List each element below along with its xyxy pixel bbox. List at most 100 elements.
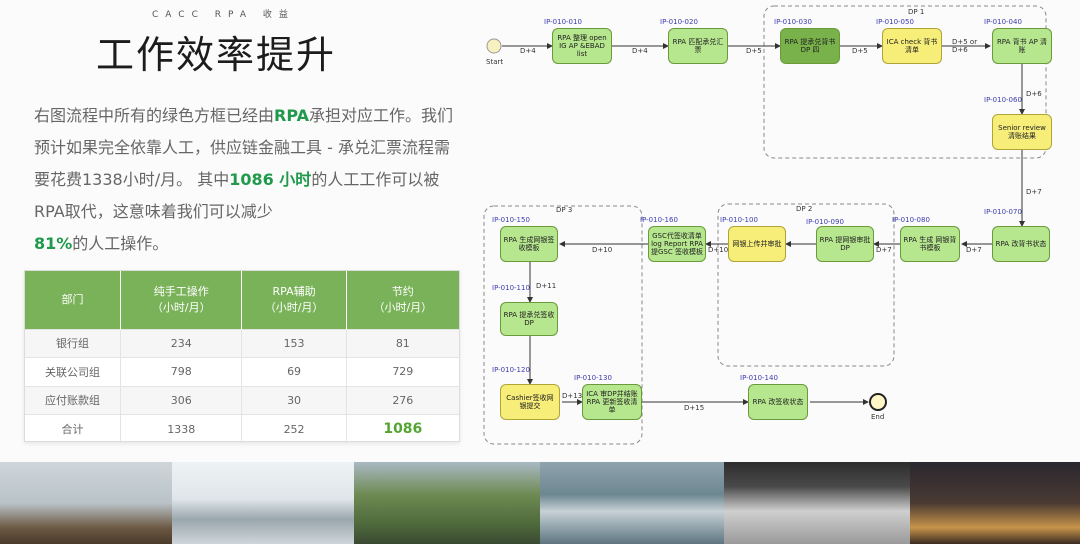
node-id: IP-010-110 [492, 284, 530, 292]
savings-table: 部门 纯手工操作（小时/月） RPA辅助（小时/月） 节约（小时/月） 银行组 … [24, 270, 460, 443]
header-cell: 纯手工操作（小时/月） [120, 271, 243, 329]
photo-landscape-1 [0, 462, 172, 544]
node-ip-010-040: RPA 背书 AP 清账 [992, 28, 1052, 64]
edge-label: D+7 [876, 246, 892, 254]
header-cell: 节约（小时/月） [346, 271, 459, 329]
node-id: IP-010-070 [984, 208, 1022, 216]
node-ip-010-120: Cashier签收网银提交 [500, 384, 560, 420]
node-ip-010-020: RPA 匹配承兑汇票 [668, 28, 728, 64]
cell: 银行组 [25, 328, 121, 358]
para-text-1: 右图流程中所有的绿色方框已经由 [34, 106, 275, 125]
photo-landscape-6 [910, 462, 1080, 544]
edge-label: D+5 [852, 47, 868, 55]
edge-label: D+10 [708, 246, 729, 254]
photo-landscape-5 [724, 462, 910, 544]
dp3-label: DP 3 [556, 206, 573, 214]
photo-strip [0, 462, 1080, 544]
page-title: 工作效率提升 [96, 33, 337, 77]
node-id: IP-010-150 [492, 216, 530, 224]
edge-label: D+15 [684, 404, 705, 412]
cell: 应付账款组 [25, 385, 121, 415]
cell: 30 [241, 385, 347, 415]
dp2-group-box [717, 203, 895, 367]
start-event-circle [486, 38, 502, 54]
edge-label: D+6 [1026, 90, 1042, 98]
node-ip-010-080: RPA 生成 网银背书模板 [900, 226, 960, 262]
node-id: IP-010-120 [492, 366, 530, 374]
node-id: IP-010-060 [984, 96, 1022, 104]
node-id: IP-010-040 [984, 18, 1022, 26]
photo-landscape-4 [540, 462, 724, 544]
node-id: IP-010-090 [806, 218, 844, 226]
node-id: IP-010-050 [876, 18, 914, 26]
header-subtitle: CACC RPA 收益 [152, 10, 295, 20]
dp3-group-box [483, 205, 643, 445]
photo-landscape-2 [172, 462, 354, 544]
para-text-3: 的人工工作可以被RPA取代，这意味着我们可以减少 [34, 170, 440, 221]
node-id: IP-010-030 [774, 18, 812, 26]
para-highlight-percent: 81% [34, 234, 73, 253]
edge-label: D+7 [966, 246, 982, 254]
edge-label: D+4 [632, 47, 648, 55]
edge-label: D+4 [520, 47, 536, 55]
node-id: IP-010-080 [892, 216, 930, 224]
node-ip-010-160: GSC代签收清单 log Report RPA 提GSC 签收模板 [648, 226, 706, 262]
cell: 729 [346, 357, 459, 386]
dp1-group-box [763, 5, 1047, 159]
dp2-label: DP 2 [796, 205, 813, 213]
dp1-label: DP 1 [908, 8, 925, 16]
node-ip-010-050: ICA check 背书清单 [882, 28, 942, 64]
photo-landscape-3 [354, 462, 540, 544]
edge-label: D+5 or D+6 [952, 38, 978, 54]
cell: 798 [120, 357, 243, 386]
table-row: 关联公司组 798 69 729 [25, 357, 459, 386]
node-ip-010-130: ICA 审DP并结账RPA 更新签收清单 [582, 384, 642, 420]
savings-table-grid: 部门 纯手工操作（小时/月） RPA辅助（小时/月） 节约（小时/月） 银行组 … [25, 271, 459, 443]
diagram-connectors [483, 5, 1047, 445]
node-ip-010-060: Senior review 清账结果 [992, 114, 1052, 150]
cell: 153 [241, 328, 347, 358]
cell: 234 [120, 328, 243, 358]
table-row-total: 合计 1338 252 1086 [25, 414, 459, 443]
cell: 276 [346, 385, 459, 415]
cell: 306 [120, 385, 243, 415]
edge-label: D+13 [562, 392, 583, 400]
edge-label: D+10 [592, 246, 613, 254]
table-row: 应付账款组 306 30 276 [25, 385, 459, 415]
table-header-row: 部门 纯手工操作（小时/月） RPA辅助（小时/月） 节约（小时/月） [25, 271, 459, 329]
cell: 1338 [120, 414, 243, 443]
node-id: IP-010-020 [660, 18, 698, 26]
para-text-2: 承担对应工作。我们预计如果完全依靠人工，供应链金融工具 - 承兑汇票流程需要花费… [34, 106, 453, 189]
para-highlight-rpa: RPA [274, 106, 309, 125]
cell: 252 [241, 414, 347, 443]
cell: 关联公司组 [25, 357, 121, 386]
end-label: End [871, 413, 885, 421]
cell: 69 [241, 357, 347, 386]
para-highlight-hours: 1086 小时 [229, 170, 312, 189]
end-event-circle [869, 393, 887, 411]
node-id: IP-010-010 [544, 18, 582, 26]
edge-label: D+11 [536, 282, 557, 290]
header-cell: RPA辅助（小时/月） [241, 271, 347, 329]
node-ip-010-150: RPA 生成网银签收模板 [500, 226, 558, 262]
summary-paragraph: 右图流程中所有的绿色方框已经由RPA承担对应工作。我们预计如果完全依靠人工，供应… [34, 100, 464, 260]
node-id: IP-010-100 [720, 216, 758, 224]
node-ip-010-070: RPA 改背书状态 [992, 226, 1050, 262]
total-savings-cell: 1086 [346, 414, 459, 443]
process-flow-diagram: Start End DP 1 DP 2 DP 3 IP-010-010 RPA … [478, 0, 1080, 458]
node-ip-010-030: RPA 提承兑背书DP 四 [780, 28, 840, 64]
edge-label: D+7 [1026, 188, 1042, 196]
node-ip-010-140: RPA 改签收状态 [748, 384, 808, 420]
cell: 合计 [25, 414, 121, 443]
node-ip-010-100: 网银上传并审批 [728, 226, 786, 262]
node-ip-010-110: RPA 提承兑签收DP [500, 302, 558, 336]
node-id: IP-010-160 [640, 216, 678, 224]
node-ip-010-090: RPA 提网银审批DP [816, 226, 874, 262]
node-id: IP-010-140 [740, 374, 778, 382]
cell: 81 [346, 328, 459, 358]
start-label: Start [486, 58, 504, 66]
header-cell: 部门 [25, 271, 121, 329]
edge-label: D+5 [746, 47, 762, 55]
table-row: 银行组 234 153 81 [25, 328, 459, 358]
